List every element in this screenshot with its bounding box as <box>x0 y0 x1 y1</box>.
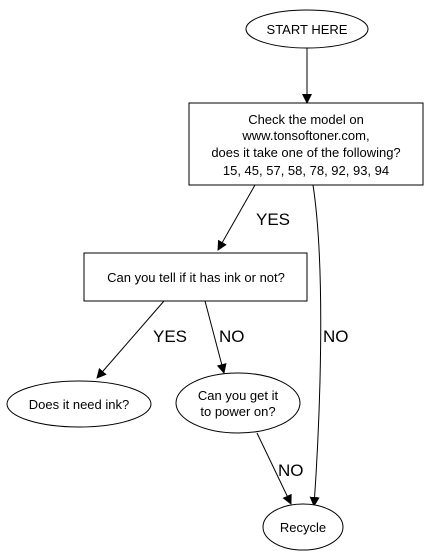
recycle-label: Recycle <box>280 520 326 535</box>
edge-check-to-recycle <box>309 184 322 507</box>
ink-question-node <box>83 252 308 302</box>
edge-label-check-to-ink: YES <box>256 210 290 229</box>
edge-label-check-to-recycle: NO <box>323 327 349 346</box>
power-on-line-2: to power on? <box>200 404 275 419</box>
start-node <box>245 9 369 49</box>
edge-ink-to-power <box>204 300 227 374</box>
check-model-line-2: www.tonsoftoner.com, <box>241 128 369 143</box>
start-node-label: START HERE <box>267 22 348 37</box>
edge-label-ink-to-need: YES <box>153 327 187 346</box>
check-model-node <box>188 102 424 186</box>
recycle-node <box>262 503 344 551</box>
power-on-line-1: Can you get it <box>198 388 279 403</box>
check-model-line-1: Check the model on <box>248 112 364 127</box>
edge-ink-to-need <box>96 300 165 379</box>
edge-label-ink-to-power: NO <box>219 327 245 346</box>
check-model-line-3: does it take one of the following? <box>211 145 400 160</box>
edge-power-to-recycle <box>256 432 292 505</box>
ink-question-label: Can you tell if it has ink or not? <box>107 270 285 285</box>
edge-check-to-ink <box>217 184 256 251</box>
check-model-line-4: 15, 45, 57, 58, 78, 92, 93, 94 <box>223 163 389 178</box>
need-ink-node <box>6 380 152 428</box>
need-ink-label: Does it need ink? <box>29 397 129 412</box>
power-on-node <box>175 372 301 434</box>
edge-label-power-to-recycle: NO <box>278 461 304 480</box>
